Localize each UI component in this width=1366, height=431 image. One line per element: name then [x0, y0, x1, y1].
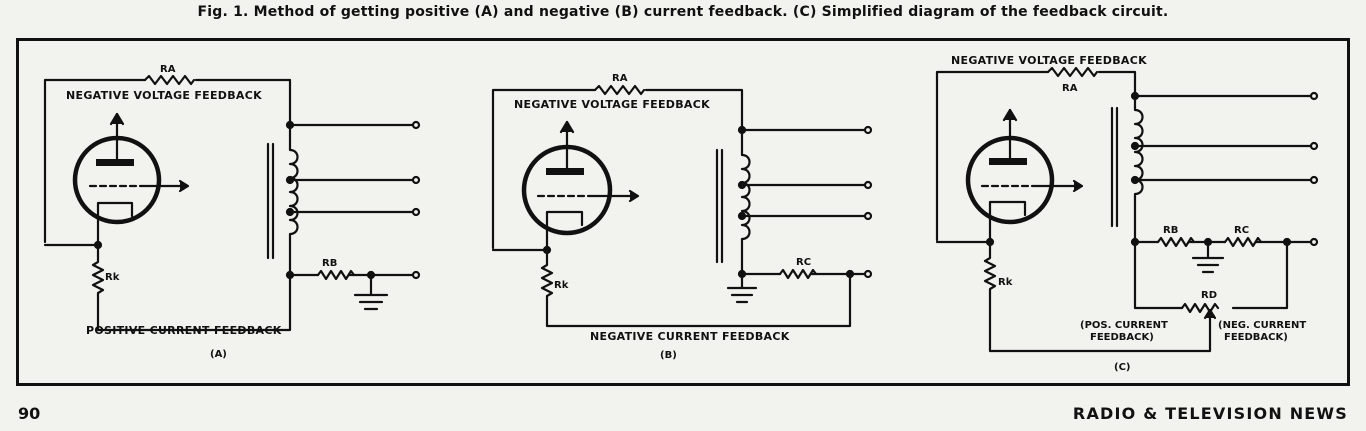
ground-b-icon	[726, 272, 758, 304]
label-pos-current-a: POSITIVE CURRENT FEEDBACK	[86, 324, 282, 337]
label-neg-voltage-b: NEGATIVE VOLTAGE FEEDBACK	[514, 98, 710, 111]
label-rd-c: RD	[1201, 290, 1217, 301]
transformer-c-icon	[1110, 94, 1144, 244]
panel-a-label: (A)	[210, 349, 227, 360]
resistor-rb-a	[316, 269, 356, 281]
ground-c-icon	[1191, 240, 1225, 274]
vacuum-tube-a-icon	[72, 112, 190, 247]
resistor-rb-c	[1156, 236, 1196, 248]
label-rb-c: RB	[1163, 225, 1178, 236]
label-neg-current-c-2: FEEDBACK)	[1224, 332, 1288, 343]
panel-b-label: (B)	[660, 350, 677, 361]
vacuum-tube-b-icon	[521, 120, 640, 252]
resistor-ra-c	[1046, 66, 1099, 78]
panel-c-circuit	[935, 66, 1319, 353]
page-number: 90	[18, 404, 41, 423]
vacuum-tube-c-icon	[965, 108, 1084, 244]
panel-c-label: (C)	[1114, 362, 1130, 373]
label-rk-c: Rk	[998, 277, 1013, 288]
resistor-rc-b	[778, 268, 818, 280]
resistor-rk-a	[91, 243, 292, 332]
label-rk-b: Rk	[554, 280, 569, 291]
transformer-a-icon	[266, 123, 299, 277]
resistor-rd-c	[1180, 302, 1220, 314]
label-ra-c: RA	[1062, 83, 1078, 94]
label-neg-voltage-c: NEGATIVE VOLTAGE FEEDBACK	[951, 54, 1147, 67]
resistor-ra-b	[593, 84, 646, 96]
label-neg-current-b: NEGATIVE CURRENT FEEDBACK	[590, 330, 790, 343]
publication-name: RADIO & TELEVISION NEWS	[1072, 404, 1348, 423]
resistor-ra-a	[143, 74, 196, 86]
figure-caption: Fig. 1. Method of getting positive (A) a…	[197, 4, 1169, 20]
transformer-b-icon	[715, 128, 751, 276]
panel-a-circuit	[43, 74, 421, 332]
resistor-rc-c	[1223, 236, 1263, 248]
ground-a-icon	[353, 273, 389, 311]
label-neg-voltage-a: NEGATIVE VOLTAGE FEEDBACK	[66, 89, 262, 102]
label-rb-a: RB	[322, 258, 337, 269]
label-pos-current-c-1: (POS. CURRENT	[1080, 320, 1168, 331]
figure-frame	[16, 38, 1350, 386]
label-rc-c: RC	[1234, 225, 1249, 236]
label-rk-a: Rk	[105, 272, 120, 283]
label-rc-b: RC	[796, 257, 811, 268]
label-ra-a: RA	[160, 64, 176, 75]
label-neg-current-c-1: (NEG. CURRENT	[1218, 320, 1306, 331]
label-ra-b: RA	[612, 73, 628, 84]
label-pos-current-c-2: FEEDBACK)	[1090, 332, 1154, 343]
panel-b-circuit	[491, 84, 873, 328]
